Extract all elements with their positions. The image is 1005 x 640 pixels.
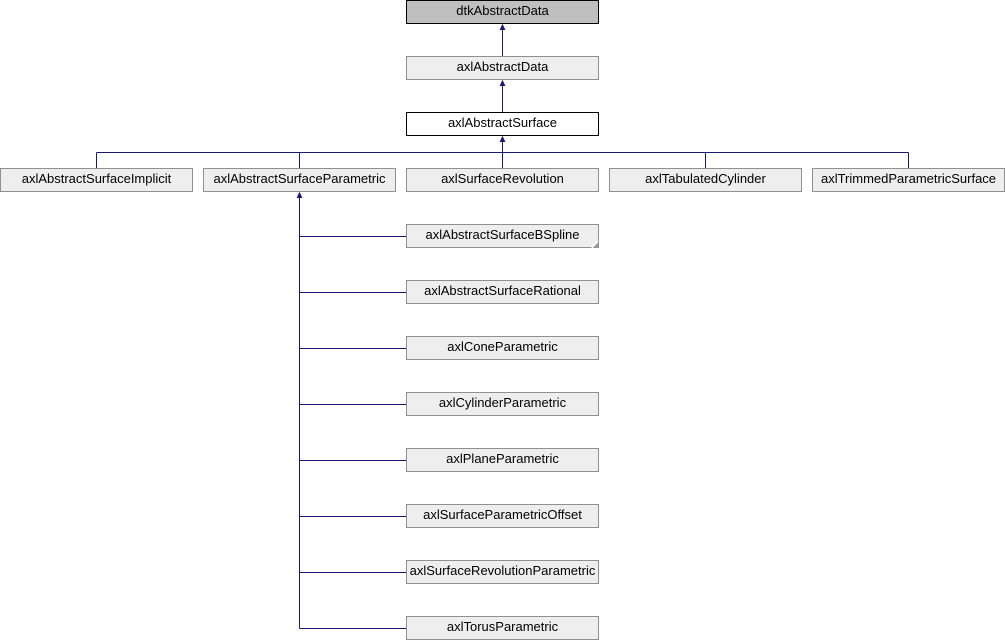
svg-text:axlSurfaceRevolution: axlSurfaceRevolution — [441, 171, 564, 186]
svg-text:axlPlaneParametric: axlPlaneParametric — [446, 451, 559, 466]
svg-text:axlAbstractData: axlAbstractData — [457, 59, 550, 74]
svg-text:axlTabulatedCylinder: axlTabulatedCylinder — [645, 171, 766, 186]
svg-text:axlTrimmedParametricSurface: axlTrimmedParametricSurface — [821, 171, 996, 186]
svg-text:axlAbstractSurfaceRational: axlAbstractSurfaceRational — [424, 283, 581, 298]
svg-text:dtkAbstractData: dtkAbstractData — [456, 3, 549, 18]
svg-text:axlCylinderParametric: axlCylinderParametric — [439, 395, 567, 410]
svg-text:axlConeParametric: axlConeParametric — [447, 339, 558, 354]
svg-text:axlTorusParametric: axlTorusParametric — [447, 619, 559, 634]
svg-text:axlSurfaceRevolutionParametric: axlSurfaceRevolutionParametric — [410, 563, 596, 578]
svg-text:axlSurfaceParametricOffset: axlSurfaceParametricOffset — [423, 507, 582, 522]
svg-text:axlAbstractSurface: axlAbstractSurface — [448, 115, 557, 130]
svg-text:axlAbstractSurfaceParametric: axlAbstractSurfaceParametric — [214, 171, 386, 186]
svg-text:axlAbstractSurfaceBSpline: axlAbstractSurfaceBSpline — [426, 227, 580, 242]
svg-text:axlAbstractSurfaceImplicit: axlAbstractSurfaceImplicit — [22, 171, 172, 186]
